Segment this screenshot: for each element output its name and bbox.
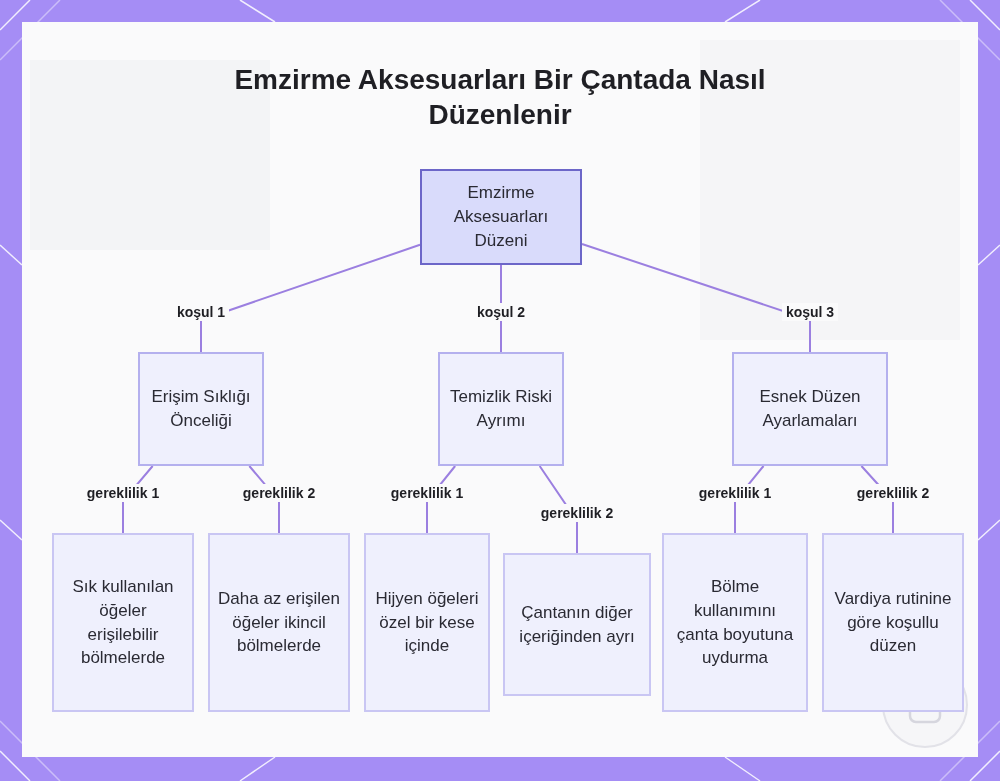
process-box: Vardiya rutinine göre koşullu düzen bbox=[822, 533, 964, 712]
diagram-title: Emzirme Aksesuarları Bir Çantada Nasıl D… bbox=[230, 62, 770, 132]
connector-line bbox=[582, 244, 810, 352]
blurred-background bbox=[30, 60, 270, 250]
node-text: Esnek Düzen Ayarlamaları bbox=[734, 379, 886, 439]
edge-label: gereklilik 2 bbox=[537, 504, 617, 522]
node-text: Temizlik Riski Ayrımı bbox=[440, 379, 562, 439]
node-text: Emzirme Aksesuarları Düzeni bbox=[422, 175, 580, 258]
connector-line bbox=[201, 245, 420, 352]
node-text: Daha az erişilen öğeler ikincil bölmeler… bbox=[210, 581, 348, 664]
inner-panel bbox=[22, 22, 978, 757]
edge-label: gereklilik 1 bbox=[695, 484, 775, 502]
process-box: Sık kullanılan öğeler erişilebilir bölme… bbox=[52, 533, 194, 712]
edge-label: koşul 1 bbox=[173, 303, 229, 321]
node-text: Sık kullanılan öğeler erişilebilir bölme… bbox=[54, 569, 192, 676]
edge-label: gereklilik 1 bbox=[83, 484, 163, 502]
edge-label: koşul 2 bbox=[473, 303, 529, 321]
node-text: Hijyen öğeleri özel bir kese içinde bbox=[366, 581, 488, 664]
root-box: Emzirme Aksesuarları Düzeni bbox=[420, 169, 582, 264]
node-text: Bölme kullanımını çanta boyutuna uydurma bbox=[664, 569, 806, 676]
node-text: Çantanın diğer içeriğinden ayrı bbox=[505, 595, 649, 655]
node-text: Vardiya rutinine göre koşullu düzen bbox=[824, 581, 962, 664]
edge-label: gereklilik 2 bbox=[239, 484, 319, 502]
node-text: Erişim Sıklığı Önceliği bbox=[140, 379, 262, 439]
process-box: Temizlik Riski Ayrımı bbox=[438, 352, 564, 466]
edge-label: gereklilik 2 bbox=[853, 484, 933, 502]
process-box: Daha az erişilen öğeler ikincil bölmeler… bbox=[208, 533, 350, 712]
process-box: Erişim Sıklığı Önceliği bbox=[138, 352, 264, 466]
edge-label: koşul 3 bbox=[782, 303, 838, 321]
process-box: Hijyen öğeleri özel bir kese içinde bbox=[364, 533, 490, 712]
process-box: Çantanın diğer içeriğinden ayrı bbox=[503, 553, 651, 696]
edge-label: gereklilik 1 bbox=[387, 484, 467, 502]
process-box: Esnek Düzen Ayarlamaları bbox=[732, 352, 888, 466]
process-box: Bölme kullanımını çanta boyutuna uydurma bbox=[662, 533, 808, 712]
